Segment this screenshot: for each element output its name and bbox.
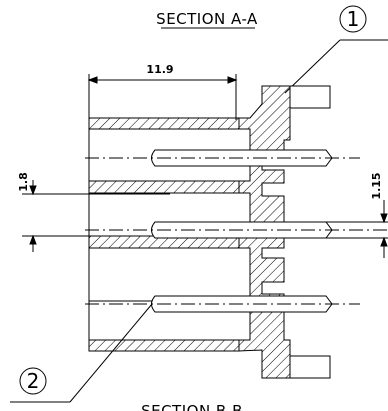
centerlines: [85, 157, 388, 305]
dimension-length: [87, 74, 238, 120]
section-title-top: SECTION A-A: [156, 10, 258, 28]
svg-text:1: 1: [347, 7, 360, 31]
callout-2: 2: [10, 303, 153, 403]
dimension-pitch-right-label: 1.15: [370, 172, 383, 199]
dimension-pitch-left: [22, 180, 170, 252]
section-title-bottom: SECTION B-B: [141, 402, 243, 411]
dimension-pitch-right: [320, 200, 388, 258]
flange-tab-bottom: [289, 355, 331, 379]
dimension-length-label: 11.9: [146, 63, 173, 76]
svg-text:2: 2: [27, 369, 40, 393]
callout-1: 1: [284, 5, 388, 94]
flange-tab-top: [289, 85, 331, 109]
dimension-pitch-left-label: 1.8: [17, 172, 30, 192]
